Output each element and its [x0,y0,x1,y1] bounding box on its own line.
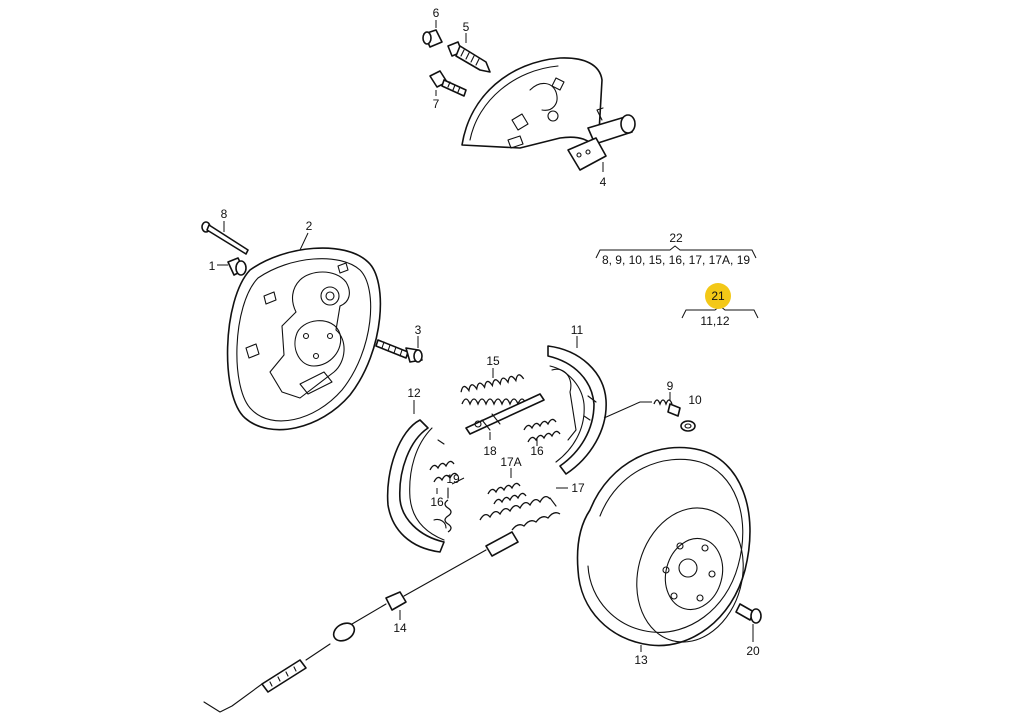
label-2: 2 [306,219,313,233]
wheel-cylinder [567,107,636,171]
spring-17a [487,482,527,505]
label-18: 18 [483,444,497,458]
label-19: 19 [446,472,460,486]
brake-drum [576,446,751,647]
bleed-screw [447,41,491,73]
spring-16-left [429,460,459,483]
brake-shoe-12 [386,419,447,553]
spring-16-right [523,418,561,443]
nut-10 [680,420,696,432]
bleed-cap [422,29,443,48]
label-12: 12 [407,386,421,400]
label-22: 22 [669,231,683,245]
label-17a: 17A [500,455,521,469]
label-11: 11 [571,323,584,337]
group-bracket-22 [595,245,757,259]
part-labels: 6 5 7 4 8 2 1 3 11 15 9 10 12 18 16 17A … [209,6,760,667]
bolt-20 [735,603,762,624]
strut-18 [465,393,545,435]
bolt-3 [375,339,423,363]
label-13: 13 [634,653,648,667]
spring-19 [444,487,452,533]
label-20: 20 [746,644,760,658]
spring-15 [460,374,527,406]
label-9: 9 [667,379,674,393]
label-7: 7 [433,97,440,111]
spring-17 [479,495,557,521]
label-1: 1 [209,259,216,273]
label-17: 17 [571,481,585,495]
label-21[interactable]: 21 [711,289,725,303]
label-4: 4 [600,175,607,189]
pin-8 [201,221,249,255]
label-8: 8 [221,207,228,221]
backing-plate [226,247,382,431]
clip-1 [227,257,247,276]
label-15: 15 [486,354,500,368]
brake-shoe-11 [547,345,607,475]
group-21-members: 11,12 [700,314,729,328]
label-14: 14 [393,621,407,635]
group-22-members: 8, 9, 10, 15, 16, 17, 17A, 19 [602,253,750,267]
label-10: 10 [688,393,702,407]
highlight-marker[interactable] [705,283,731,309]
label-16-left: 16 [430,495,444,509]
label-3: 3 [415,323,422,337]
cylinder-bolt [429,70,467,97]
label-16-right: 16 [530,444,544,458]
handbrake-cable [203,512,561,713]
label-6: 6 [433,6,440,20]
leader-lines [217,20,754,652]
adjuster-9 [653,399,681,417]
backing-plate-top [461,57,603,151]
label-5: 5 [463,20,470,34]
